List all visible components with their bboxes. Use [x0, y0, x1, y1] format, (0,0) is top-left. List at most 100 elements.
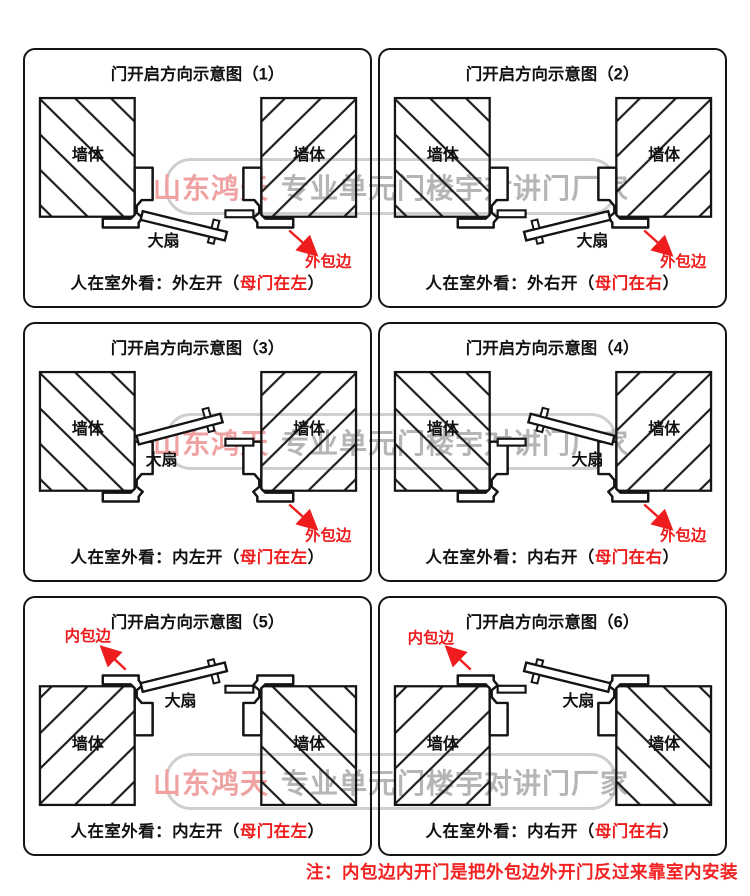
- door-diagram: [393, 370, 712, 503]
- caption-prefix: 人在室外看：内右开（: [425, 547, 595, 566]
- edge-label: 外包边: [658, 253, 706, 271]
- edge-label: 内包边: [64, 627, 111, 645]
- caption-suffix: ）: [662, 274, 679, 292]
- closed-leaf-bar: [223, 209, 254, 219]
- closed-leaf-bar: [496, 209, 527, 219]
- wall-label: 墙体: [71, 734, 103, 753]
- door-frame: [241, 674, 294, 737]
- wall-section: [614, 370, 712, 492]
- wall-section: [259, 685, 357, 807]
- wall-label: 墙体: [71, 145, 103, 164]
- panel-caption: 人在室外看：外右开（母门在右）: [425, 273, 679, 292]
- wall-section: [38, 96, 136, 218]
- panel-title: 门开启方向示意图（1）: [110, 65, 283, 84]
- leaf-body: [526, 412, 616, 446]
- door-leaf: [138, 209, 228, 245]
- caption-highlight: 母门在左: [239, 273, 307, 292]
- wall-label: 墙体: [293, 419, 325, 438]
- edge-label: 外包边: [303, 527, 351, 545]
- leaf-body: [138, 661, 228, 694]
- wall-section: [614, 685, 712, 807]
- panel-caption: 人在室外看：外左开（母门在左）: [70, 273, 324, 292]
- leaf-body: [522, 209, 612, 242]
- door-diagram: [38, 370, 357, 503]
- panel-title: 门开启方向示意图（6）: [465, 613, 638, 632]
- panel-3: 门开启方向示意图（3） 墙体 墙体大扇外包边人在室外看：内左开（母门在左）: [23, 322, 372, 582]
- panel-caption: 人在室外看：内右开（母门在右）: [425, 547, 679, 566]
- caption-prefix: 人在室外看：内左开（: [70, 547, 240, 566]
- door-frame: [241, 166, 294, 229]
- wall-section: [38, 685, 136, 807]
- edge-label: 外包边: [303, 253, 351, 271]
- edge-arrow-icon: [642, 229, 673, 257]
- door-frame: [456, 166, 509, 229]
- leaf-latch: [529, 672, 541, 685]
- leaf-label: 大扇: [147, 231, 179, 250]
- edge-arrow-icon: [642, 503, 673, 531]
- door-frame: [456, 674, 509, 737]
- door-leaf: [522, 209, 612, 245]
- caption-highlight: 母门在右: [594, 547, 662, 566]
- door-frame: [596, 440, 649, 503]
- leaf-latch: [538, 406, 550, 420]
- panel-title: 门开启方向示意图（3）: [110, 339, 283, 358]
- leaf-latch: [534, 423, 545, 434]
- leaf-body: [138, 209, 228, 242]
- panel-2: 门开启方向示意图（2） 墙体 墙体大扇外包边人在室外看：外右开（母门在右）: [378, 48, 727, 308]
- edge-label: 内包边: [407, 629, 454, 647]
- edge-arrow-icon: [287, 229, 318, 257]
- caption-suffix: ）: [307, 548, 324, 566]
- caption-highlight: 母门在左: [239, 547, 307, 566]
- wall-label: 墙体: [293, 734, 325, 753]
- wall-label: 墙体: [648, 145, 680, 164]
- door-leaf: [522, 658, 612, 694]
- leaf-latch: [529, 218, 541, 231]
- edge-arrow-icon: [99, 645, 127, 671]
- edge-label: 外包边: [658, 527, 706, 545]
- door-diagram: [38, 658, 357, 807]
- wall-section: [393, 96, 491, 218]
- caption-highlight: 母门在右: [594, 821, 662, 840]
- panel-5: 门开启方向示意图（5）墙体墙体大扇内包边人在室外看：内左开（母门在左）: [23, 596, 372, 856]
- closed-leaf-bar: [496, 684, 527, 694]
- wall-label: 墙体: [293, 145, 325, 164]
- wall-section: [38, 370, 136, 492]
- wall-label: 墙体: [426, 419, 458, 438]
- wall-label: 墙体: [426, 145, 458, 164]
- caption-suffix: ）: [307, 822, 324, 840]
- caption-highlight: 母门在右: [594, 273, 662, 292]
- leaf-latch: [206, 235, 216, 245]
- wall-section: [393, 370, 491, 492]
- panel-caption: 人在室外看：内右开（母门在右）: [425, 821, 679, 840]
- panel-6: 门开启方向示意图（6）墙体墙体大扇内包边人在室外看：内右开（母门在右）: [378, 596, 727, 856]
- door-frame: [596, 674, 649, 737]
- wall-section: [614, 96, 712, 218]
- caption-suffix: ）: [307, 274, 324, 292]
- door-frame: [101, 674, 154, 737]
- door-diagram: [393, 658, 712, 807]
- leaf-label: 大扇: [164, 691, 196, 710]
- caption-prefix: 人在室外看：内左开（: [70, 821, 240, 840]
- door-leaf: [138, 658, 228, 694]
- leaf-latch: [209, 218, 221, 231]
- leaf-label: 大扇: [145, 450, 177, 469]
- panel-title: 门开启方向示意图（5）: [110, 613, 283, 632]
- caption-prefix: 人在室外看：外左开（: [70, 273, 240, 292]
- door-frame: [101, 166, 154, 229]
- edge-arrow-icon: [444, 645, 472, 671]
- wall-label: 墙体: [648, 734, 680, 753]
- door-diagram: [38, 96, 357, 245]
- wall-label: 墙体: [648, 419, 680, 438]
- wall-label: 墙体: [71, 419, 103, 438]
- wall-section: [259, 370, 357, 492]
- leaf-latch: [206, 658, 216, 668]
- caption-prefix: 人在室外看：外右开（: [425, 273, 595, 292]
- caption-suffix: ）: [662, 822, 679, 840]
- leaf-latch: [209, 672, 221, 685]
- leaf-label: 大扇: [576, 231, 608, 250]
- wall-section: [393, 685, 491, 807]
- leaf-label: 大扇: [571, 450, 603, 469]
- panel-title: 门开启方向示意图（2）: [465, 65, 638, 84]
- door-frame: [596, 166, 649, 229]
- closed-leaf-bar: [223, 684, 254, 694]
